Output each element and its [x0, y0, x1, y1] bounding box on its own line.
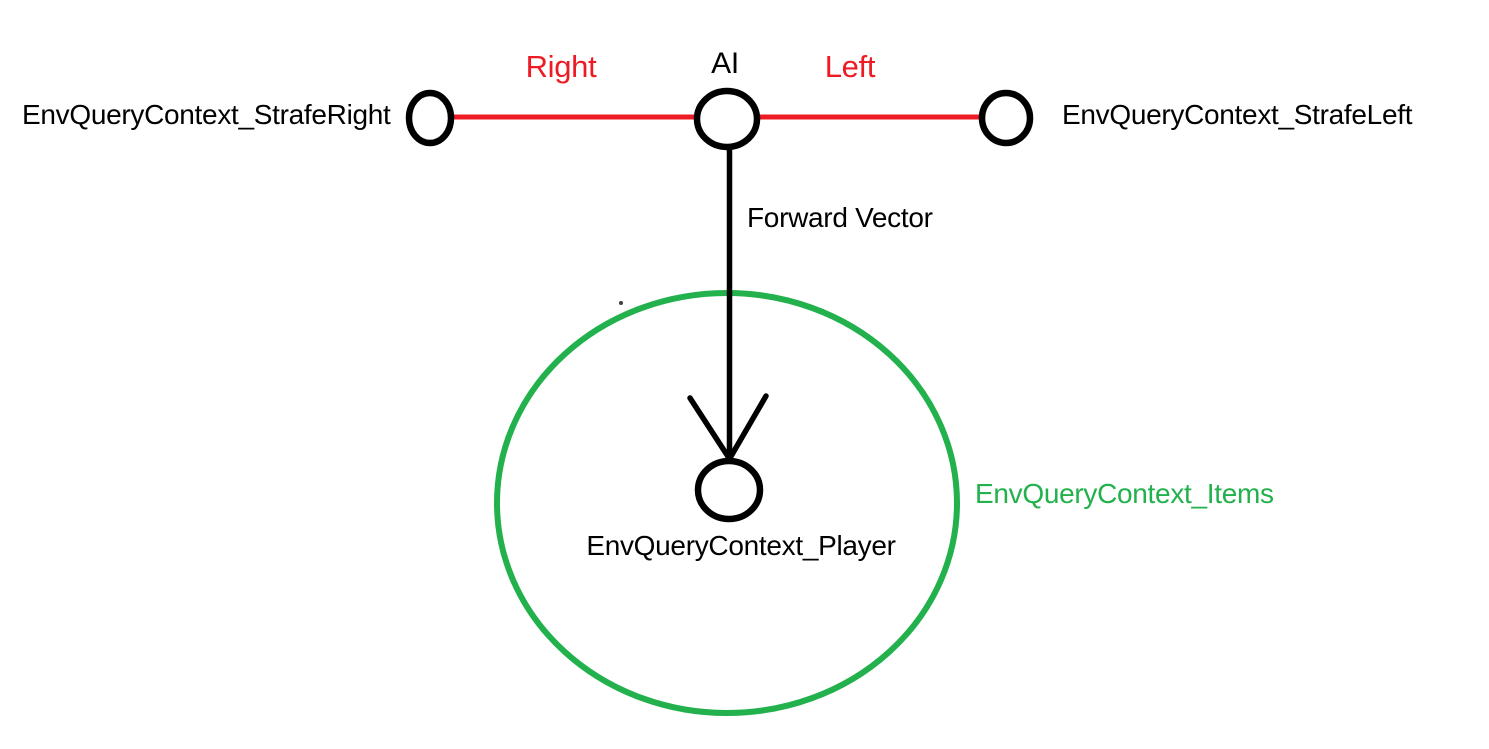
forward-vector-label: Forward Vector [747, 202, 933, 233]
arrowhead-left-stroke [687, 395, 732, 461]
arrowhead-right-stroke [727, 393, 769, 461]
strafe-right-label: EnvQueryContext_StrafeRight [22, 99, 391, 130]
player-label: EnvQueryContext_Player [586, 530, 896, 561]
strafe-right-node [405, 89, 455, 147]
left-direction-label: Left [824, 49, 876, 84]
ai-label: AI [711, 47, 739, 80]
items-label: EnvQueryContext_Items [975, 478, 1274, 509]
stray-dot [619, 301, 623, 305]
strafe-left-label: EnvQueryContext_StrafeLeft [1062, 99, 1413, 130]
strafe-left-node [978, 89, 1034, 147]
player-node [694, 457, 764, 523]
right-direction-label: Right [525, 49, 597, 84]
ai-node [693, 87, 761, 151]
